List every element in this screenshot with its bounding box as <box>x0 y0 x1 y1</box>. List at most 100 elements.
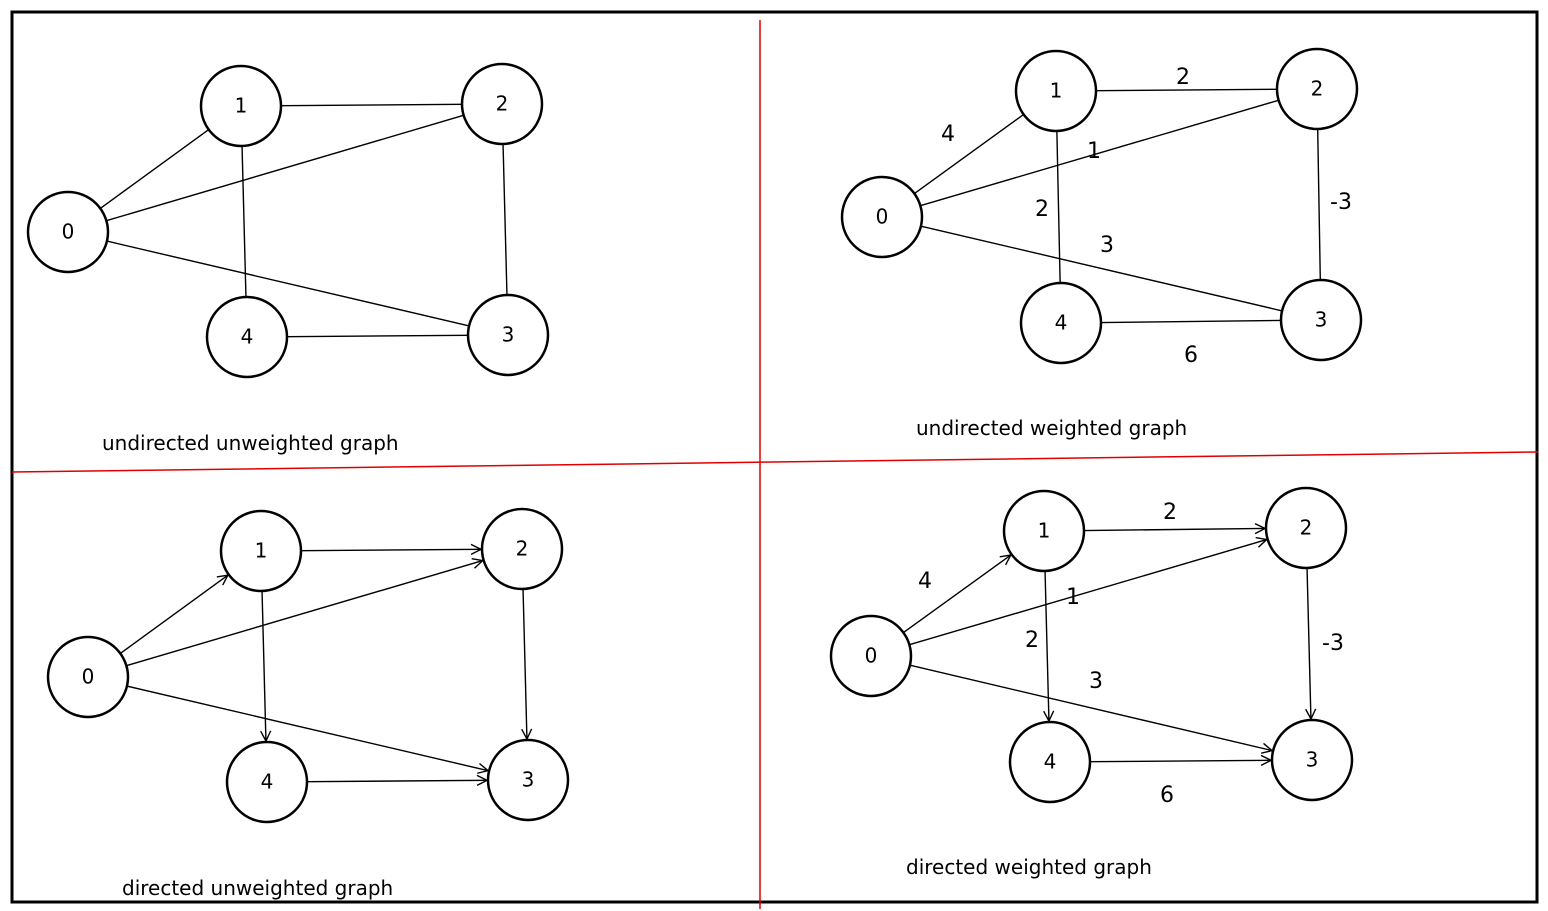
node-label: 0 <box>865 644 878 668</box>
node-1: 1 <box>1014 49 1098 133</box>
node-3: 3 <box>1279 278 1363 362</box>
node-circle <box>466 293 550 377</box>
node-label: 4 <box>1044 750 1057 774</box>
node-circle <box>1270 718 1354 802</box>
edge-0-2 <box>909 540 1266 646</box>
edge-1-2 <box>1083 528 1265 530</box>
node-4: 4 <box>205 295 289 379</box>
graph-caption: directed weighted graph <box>906 855 1152 879</box>
node-2: 2 <box>1264 486 1348 570</box>
node-label: 4 <box>1055 311 1068 335</box>
node-label: 3 <box>522 768 535 792</box>
node-circle <box>1279 278 1363 362</box>
node-label: 1 <box>1038 519 1051 543</box>
node-circle <box>829 614 913 698</box>
node-circle <box>26 190 110 274</box>
node-circle <box>205 295 289 379</box>
edge-0-1 <box>903 555 1010 634</box>
edge-1-4 <box>1056 130 1061 283</box>
graph-directed-unweighted: 0 1 2 3 4 directed unweighted graph <box>46 507 570 900</box>
edge-1-4 <box>262 590 266 741</box>
node-1: 1 <box>199 64 283 148</box>
node-label: 2 <box>1300 516 1313 540</box>
node-circle <box>1275 47 1359 131</box>
node-2: 2 <box>1275 47 1359 131</box>
node-circle <box>840 175 924 259</box>
edge-4-3 <box>1100 319 1281 324</box>
node-2: 2 <box>480 507 564 591</box>
edge-2-3 <box>523 588 527 739</box>
edge-weight-4-3: 6 <box>1184 343 1198 368</box>
node-label: 0 <box>62 220 75 244</box>
node-label: 3 <box>1306 748 1319 772</box>
node-4: 4 <box>1008 720 1092 804</box>
node-circle <box>1002 489 1086 573</box>
edge-0-3 <box>126 685 488 771</box>
edge-0-3 <box>106 240 469 327</box>
edge-0-2 <box>920 99 1278 207</box>
edge-weight-2-3: -3 <box>1330 190 1352 215</box>
edge-1-2 <box>1095 88 1277 92</box>
node-0: 0 <box>840 175 924 259</box>
graph-undirected-unweighted: 0 1 2 3 4 undirected unweighted graph <box>26 62 550 455</box>
node-label: 0 <box>876 205 889 229</box>
edge-weight-0-3: 3 <box>1100 233 1114 258</box>
edge-0-1 <box>913 114 1024 195</box>
graph-caption: directed unweighted graph <box>122 876 393 900</box>
node-label: 2 <box>516 537 529 561</box>
edge-1-2 <box>300 549 481 550</box>
edge-2-3 <box>1316 128 1321 280</box>
node-circle <box>480 507 564 591</box>
node-3: 3 <box>1270 718 1354 802</box>
edge-weight-0-1: 4 <box>918 569 932 594</box>
node-0: 0 <box>829 614 913 698</box>
edge-2-3 <box>502 143 508 295</box>
node-circle <box>1019 281 1103 365</box>
edge-weight-4-3: 6 <box>1160 783 1174 808</box>
node-circle <box>486 738 570 822</box>
edge-0-3 <box>920 225 1282 312</box>
graph-caption: undirected weighted graph <box>916 416 1187 440</box>
node-label: 1 <box>1050 79 1063 103</box>
edge-1-4 <box>241 145 247 297</box>
graph-caption: undirected unweighted graph <box>102 431 399 455</box>
node-4: 4 <box>1019 281 1103 365</box>
edge-weight-0-3: 3 <box>1089 669 1103 694</box>
node-label: 2 <box>496 92 509 116</box>
node-label: 0 <box>82 665 95 689</box>
edge-0-1 <box>119 575 228 655</box>
outer-frame <box>10 10 1539 904</box>
edge-weight-0-1: 4 <box>941 122 955 147</box>
node-circle <box>460 62 544 146</box>
edge-weight-1-2: 2 <box>1176 65 1190 90</box>
edge-1-4 <box>1045 570 1049 721</box>
node-4: 4 <box>225 740 309 824</box>
horizontal-divider <box>11 451 1539 473</box>
edge-weight-1-4: 2 <box>1025 628 1039 653</box>
edge-weight-0-2: 1 <box>1066 585 1080 610</box>
edge-2-3 <box>1307 567 1311 719</box>
node-label: 3 <box>502 323 515 347</box>
node-label: 4 <box>261 770 274 794</box>
node-1: 1 <box>219 509 303 593</box>
edge-4-3 <box>286 334 468 338</box>
edge-1-2 <box>280 103 462 107</box>
node-circle <box>1014 49 1098 133</box>
node-circle <box>1008 720 1092 804</box>
node-label: 3 <box>1315 308 1328 332</box>
node-circle <box>199 64 283 148</box>
node-circle <box>46 635 130 719</box>
node-3: 3 <box>486 738 570 822</box>
node-label: 2 <box>1311 77 1324 101</box>
edge-0-2 <box>106 114 463 222</box>
node-0: 0 <box>26 190 110 274</box>
edge-weight-0-2: 1 <box>1087 139 1101 164</box>
edge-0-1 <box>99 129 209 210</box>
edge-4-3 <box>1089 760 1271 761</box>
node-label: 1 <box>235 94 248 118</box>
edge-0-2 <box>126 561 482 667</box>
node-2: 2 <box>460 62 544 146</box>
